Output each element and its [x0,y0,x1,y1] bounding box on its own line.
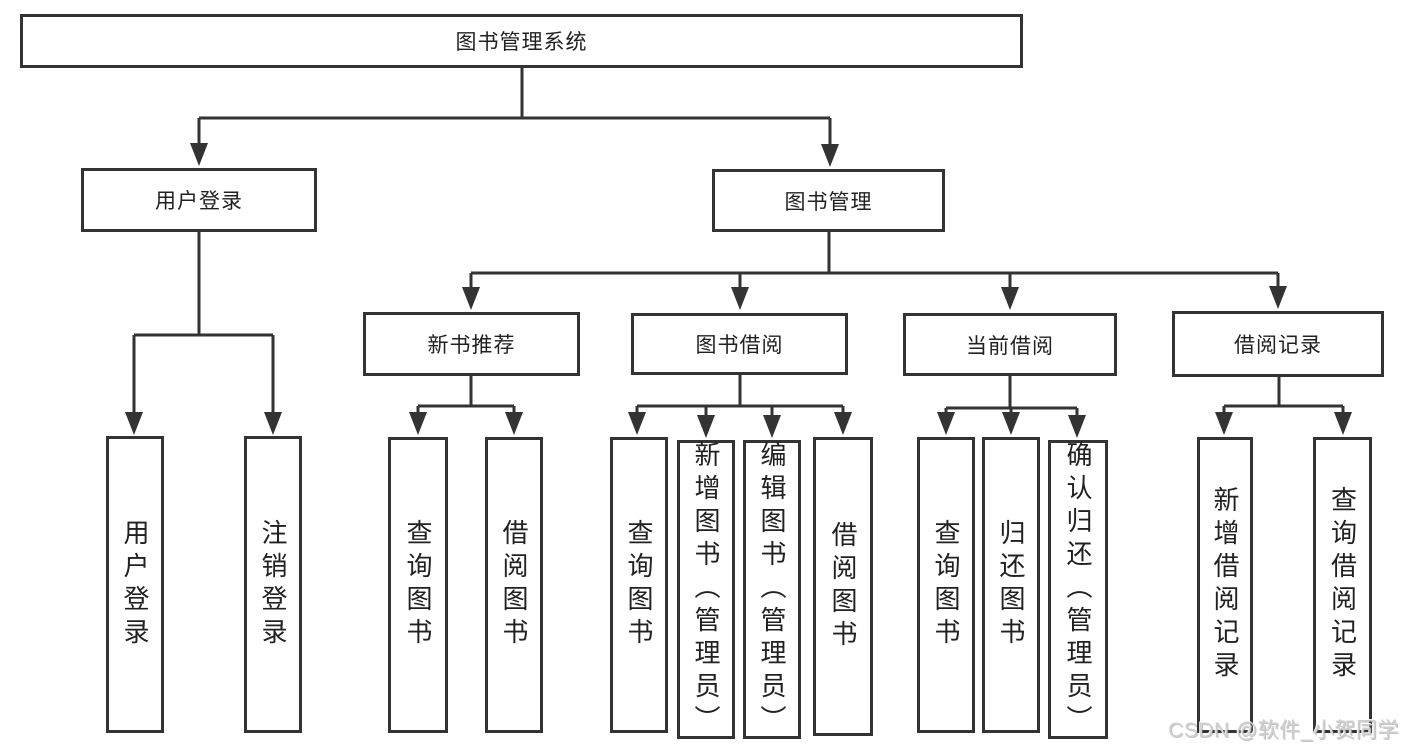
leaf-confirm-return-admin: 确认归还（管理员） [1048,440,1108,739]
leaf-query-books-recommend: 查询图书 [388,437,448,733]
leaf-add-book-admin-label: 新增图书（管理员） [691,441,721,738]
node-current-borrowing-label: 当前借阅 [966,334,1054,358]
leaf-logout: 注销登录 [244,436,302,733]
leaf-query-borrow-record-label: 查询借阅记录 [1327,486,1358,684]
node-current-borrowing: 当前借阅 [903,313,1117,376]
csdn-watermark: CSDN @软件_小贺同学 [1168,719,1399,742]
leaf-logout-label: 注销登录 [258,518,288,651]
leaf-borrow-books-recommend: 借阅图书 [485,437,543,733]
node-book-management: 图书管理 [712,169,945,232]
leaf-edit-book-admin-label: 编辑图书（管理员） [757,441,787,738]
leaf-query-books-current: 查询图书 [917,437,975,733]
node-borrowing-records: 借阅记录 [1172,311,1384,377]
leaf-query-books-current-label: 查询图书 [931,519,961,651]
leaf-edit-book-admin: 编辑图书（管理员） [743,440,801,739]
node-user-login-branch: 用户登录 [81,168,317,232]
arrowheads [125,143,1352,438]
node-root-label: 图书管理系统 [455,31,588,54]
leaf-user-login-label: 用户登录 [120,518,150,651]
leaf-query-books-borrow: 查询图书 [610,437,668,733]
node-new-book-recommendation-label: 新书推荐 [427,334,516,357]
node-book-management-label: 图书管理 [784,190,873,214]
leaf-add-book-admin: 新增图书（管理员） [677,440,735,739]
leaf-user-login: 用户登录 [106,436,164,733]
leaf-query-books-recommend-label: 查询图书 [403,519,433,651]
leaf-confirm-return-admin-label: 确认归还（管理员） [1063,441,1093,738]
leaf-return-book-label: 归还图书 [996,519,1026,651]
leaf-borrow-books-recommend-label: 借阅图书 [499,519,529,651]
node-user-login-branch-label: 用户登录 [155,190,243,213]
node-book-borrowing: 图书借阅 [631,313,848,375]
leaf-return-book: 归还图书 [982,437,1040,733]
tree-edges [132,66,1345,424]
leaf-add-borrow-record: 新增借阅记录 [1197,437,1253,733]
leaf-add-borrow-record-label: 新增借阅记录 [1210,486,1240,684]
leaf-query-books-borrow-label: 查询图书 [624,519,654,651]
node-book-borrowing-label: 图书借阅 [695,334,784,357]
node-borrowing-records-label: 借阅记录 [1234,334,1322,357]
node-new-book-recommendation: 新书推荐 [363,312,580,376]
node-root: 图书管理系统 [20,14,1023,68]
leaf-borrow-books-2-label: 借阅图书 [828,520,858,653]
leaf-query-borrow-record: 查询借阅记录 [1313,437,1372,733]
leaf-borrow-books-2: 借阅图书 [813,437,873,736]
